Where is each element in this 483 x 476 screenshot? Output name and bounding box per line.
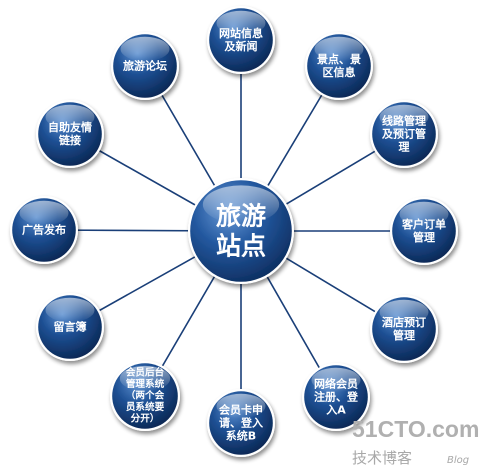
node-message-board: 留言簿 — [36, 293, 104, 361]
node-label: 客户订单 — [401, 217, 446, 231]
node-ad-publishing: 广告发布 — [10, 196, 78, 264]
watermark-51cto: 51CTO.com — [352, 416, 479, 442]
node-label: 管理系统 — [126, 378, 165, 390]
node-label: 分开） — [131, 413, 160, 425]
node-label: （两个会 — [126, 390, 165, 402]
node-label: 留言簿 — [54, 320, 87, 334]
node-label: 管理 — [393, 328, 415, 342]
node-label: 线路管理 — [382, 113, 426, 127]
node-label: 员系统要 — [126, 401, 165, 413]
node-label: 请、登入 — [219, 416, 263, 430]
node-label: 网络会员 — [314, 376, 358, 390]
node-label: 自助友情 — [48, 120, 92, 134]
node-label: 入A — [326, 404, 346, 417]
node-label: 网站信息 — [219, 26, 263, 40]
node-travel-forum: 旅游论坛 — [111, 32, 179, 100]
node-label: 广告发布 — [22, 223, 66, 237]
node-label: 区信息 — [323, 65, 356, 79]
node-label: 会员卡申 — [219, 402, 263, 416]
node-label: 酒店预订 — [382, 315, 426, 329]
center-label: 站点 — [216, 232, 266, 261]
watermark-blog: Blog — [447, 455, 469, 466]
node-label: 系统B — [226, 429, 256, 443]
node-label: 注册、登 — [314, 390, 359, 404]
node-label: 会员后台 — [126, 366, 165, 378]
node-label: 景点、景 — [316, 52, 361, 66]
node-label: 管理 — [413, 230, 435, 244]
center-label: 旅游 — [216, 202, 266, 231]
node-label: 链接 — [59, 133, 81, 147]
watermark-tech-blog: 技术博客 — [352, 449, 412, 467]
node-label: 及新闻 — [225, 39, 258, 53]
node-label: 旅游论坛 — [123, 59, 167, 73]
watermark: 51CTO.com 技术博客 Blog — [352, 416, 479, 467]
node-label: 理 — [399, 141, 410, 154]
node-label: 及预订管 — [382, 127, 426, 141]
